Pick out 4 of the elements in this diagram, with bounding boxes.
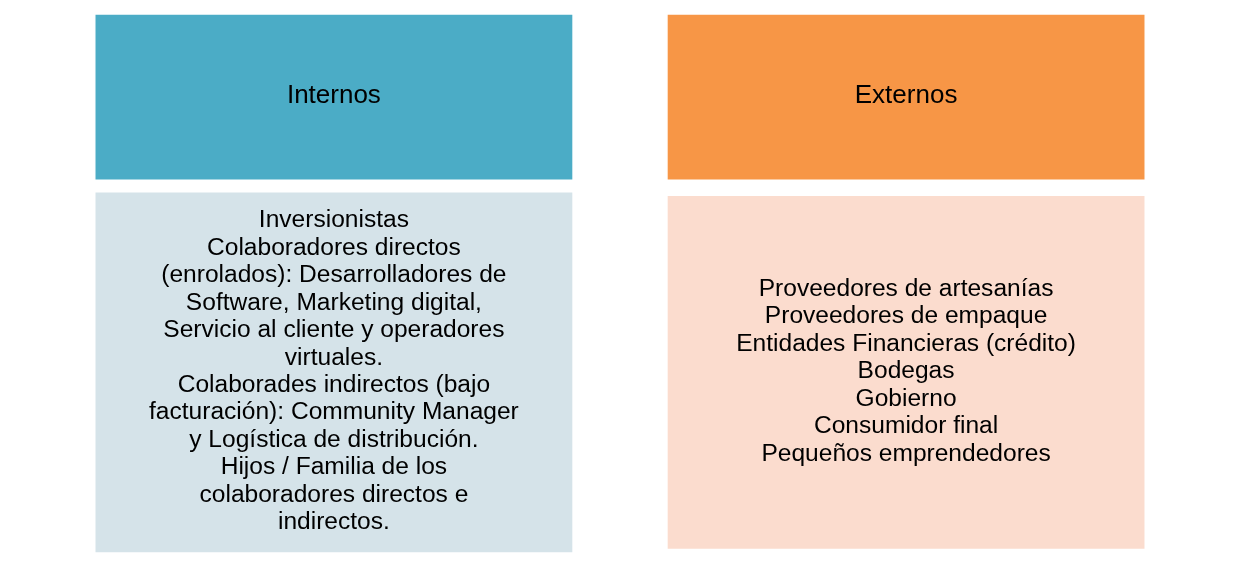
- node-box: Externos: [666, 13, 1146, 181]
- node-box: Inversionistas Colaboradores directos (enrolados): Desarrolladores de Software, Marketing digital, Servicio al cliente y operadores virtuales. Colaborades indirectos (bajo facturación): Community Manager y Logística de distribución. Hijos / Familia de los colaboradores directos e indirectos.: [94, 191, 574, 554]
- node-box: Proveedores de artesanías Proveedores de empaque Entidades Financieras (crédito) Bodegas Gobierno Consumidor final Pequeños emprendedores: [666, 194, 1146, 551]
- node-box: Internos: [94, 13, 574, 181]
